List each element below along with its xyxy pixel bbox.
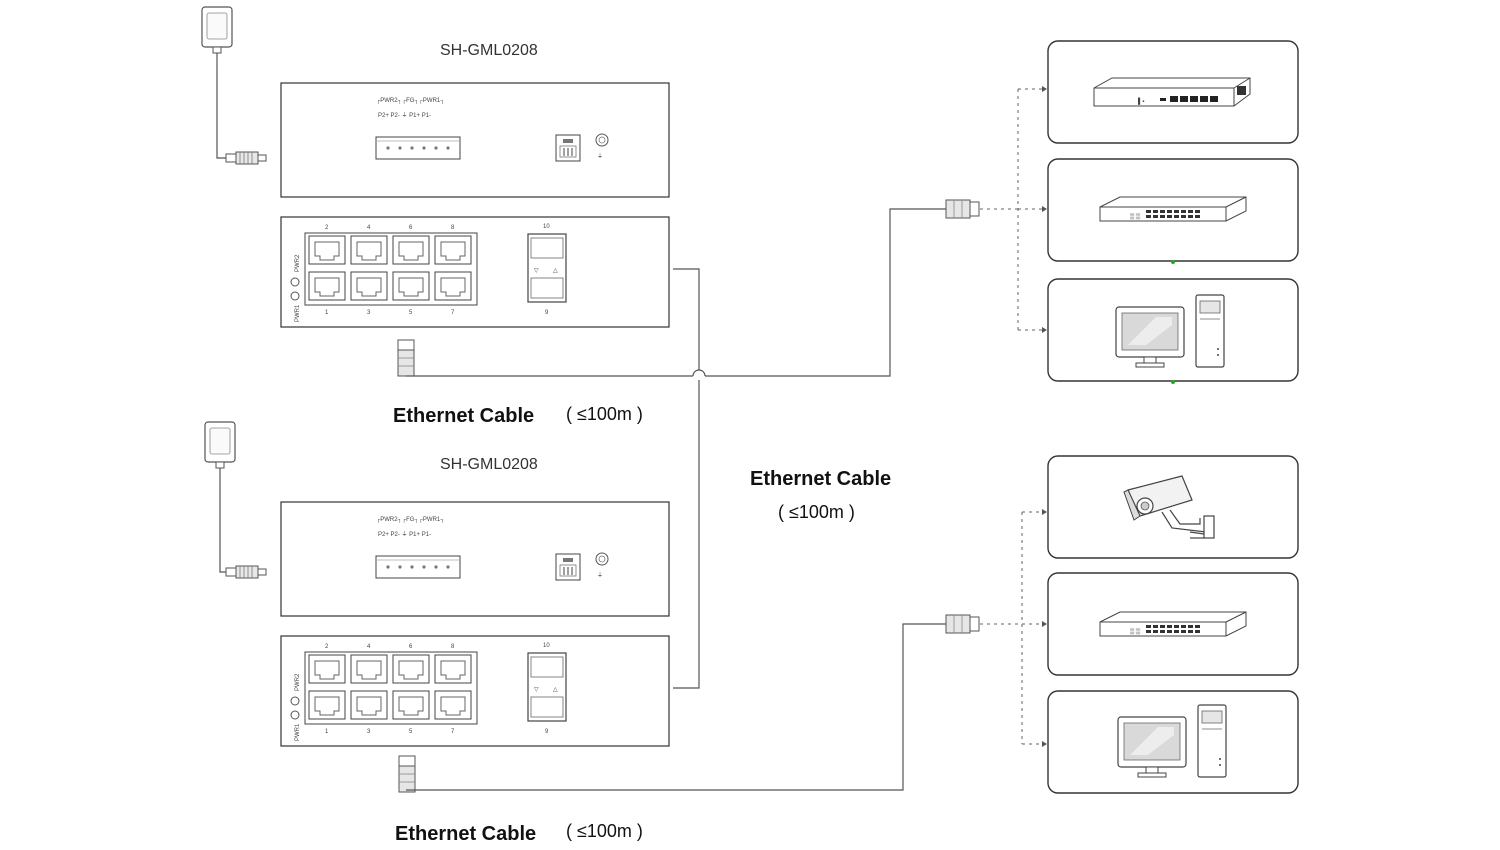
svg-text:▌▪: ▌▪ (1138, 97, 1144, 105)
cables (406, 208, 947, 791)
rj45-plug (397, 339, 415, 377)
sfp-ports: ▽ △ (527, 652, 567, 722)
cable-label-3-distance: ( ≤100m ) (566, 821, 643, 841)
rj45-plug (945, 199, 980, 219)
led-pwr2 (290, 696, 300, 706)
svg-text:▽: ▽ (534, 687, 539, 693)
switch-2-model: SH-GML0208 (440, 456, 538, 473)
port-label: 1 (325, 310, 329, 316)
switch-2-power-label-top: ┌PWR2┐┌FG┐┌PWR1┐ (376, 517, 445, 523)
svg-text:△: △ (553, 687, 558, 693)
switch-1-power-label-bottom: P2+ P2- ⏚ P1+ P1- (378, 112, 431, 119)
cable-label-1-distance: ( ≤100m ) (566, 404, 643, 424)
dashed-links-top (980, 88, 1042, 331)
led-pwr2 (290, 277, 300, 287)
led-label-pwr1: PWR1 (295, 304, 301, 322)
console-port (555, 553, 581, 581)
svg-text:▽: ▽ (534, 268, 539, 274)
sfp-label: 10 (543, 224, 550, 230)
cable-label-2-main: Ethernet Cable (750, 468, 891, 490)
led-pwr1 (290, 291, 300, 301)
port-label: 3 (367, 310, 371, 316)
port-label: 8 (451, 644, 455, 650)
port-label: 6 (409, 225, 413, 231)
cable-label-2-distance: ( ≤100m ) (778, 502, 855, 522)
sfp-ports: ▽ △ (527, 233, 567, 303)
switch-1: SH-GML0208 ┌PWR2┐┌FG┐┌PWR1┐ P2+ P2- ⏚ P1… (201, 6, 670, 377)
switch-2: SH-GML0208 ┌PWR2┐┌FG┐┌PWR1┐ P2+ P2- ⏚ P1… (204, 421, 670, 793)
switch-1-model: SH-GML0208 (440, 42, 538, 59)
port-label: 5 (409, 310, 413, 316)
svg-text:⏚: ⏚ (597, 153, 603, 160)
sfp-label: 10 (543, 643, 550, 649)
svg-text:△: △ (553, 268, 558, 274)
port-label: 1 (325, 729, 329, 735)
led-label-pwr2: PWR2 (295, 254, 301, 272)
device-box-top-3 (1047, 278, 1299, 384)
port-label: 2 (325, 644, 329, 650)
port-label: 8 (451, 225, 455, 231)
port-label: 7 (451, 729, 455, 735)
port-label: 4 (367, 225, 371, 231)
cable-label-3-main: Ethernet Cable (395, 823, 536, 845)
dashed-links-bottom (980, 511, 1042, 745)
device-box-bottom-2 (1047, 572, 1299, 676)
rj45-plug (945, 614, 980, 634)
poe-switch-icon: ▌▪ (1093, 77, 1251, 107)
port-label: 7 (451, 310, 455, 316)
port-label: 2 (325, 225, 329, 231)
switch-1-top-panel (280, 82, 670, 198)
switch-2-top-panel (280, 501, 670, 617)
port-label: 6 (409, 644, 413, 650)
device-box-top-1: ▌▪ (1047, 40, 1299, 144)
led-label-pwr2: PWR2 (295, 673, 301, 691)
cable-label-1-main: Ethernet Cable (393, 405, 534, 427)
rj45-plug (398, 755, 416, 793)
switch-2-power-label-bottom: P2+ P2- ⏚ P1+ P1- (378, 531, 431, 538)
led-label-pwr1: PWR1 (295, 723, 301, 741)
power-adapter-2 (204, 421, 267, 579)
device-box-bottom-1 (1047, 455, 1299, 559)
port-label: 5 (409, 729, 413, 735)
power-adapter-1 (201, 6, 267, 165)
terminal-block (375, 555, 461, 579)
sfp-label: 9 (545, 310, 549, 316)
sfp-label: 9 (545, 729, 549, 735)
led-pwr1 (290, 710, 300, 720)
port-label: 4 (367, 644, 371, 650)
port-label: 3 (367, 729, 371, 735)
terminal-block (375, 136, 461, 160)
console-port (555, 134, 581, 162)
ip-camera-icon (1123, 475, 1215, 539)
svg-text:⏚: ⏚ (597, 572, 603, 579)
network-switch-icon (1099, 196, 1247, 222)
device-box-top-2 (1047, 158, 1299, 264)
switch-2-front-panel (280, 635, 670, 747)
switch-1-front-panel (280, 216, 670, 328)
switch-1-power-label-top: ┌PWR2┐┌FG┐┌PWR1┐ (376, 98, 445, 104)
device-box-bottom-3 (1047, 690, 1299, 794)
network-switch-icon (1099, 611, 1247, 637)
